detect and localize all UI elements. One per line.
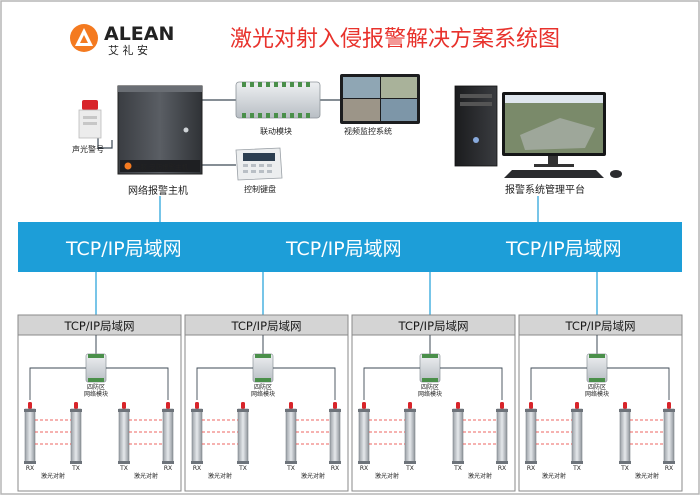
- platform-label: 报警系统管理平台: [505, 183, 585, 196]
- zone-header-bar: [351, 314, 516, 336]
- laser-transmitter-right-icon: [619, 402, 631, 464]
- module-label-1: 四防区: [254, 383, 272, 391]
- laser-pair-right-label: 激光对射: [635, 472, 659, 480]
- rx-left-label: RX: [360, 465, 368, 472]
- module-label-1: 四防区: [588, 383, 606, 391]
- laser-pair-left-label: 激光对射: [208, 472, 232, 480]
- laser-pair-right-label: 激光对射: [468, 472, 492, 480]
- tx-right-label: TX: [119, 465, 128, 472]
- rx-right-label: RX: [498, 465, 506, 472]
- linkage-module-icon: [235, 81, 321, 119]
- laser-receiver-left-icon: [24, 402, 36, 464]
- keypad-label: 控制键盘: [244, 184, 276, 194]
- diagram-title: 激光对射入侵报警解决方案系统图: [230, 27, 560, 52]
- network-module-icon: [419, 353, 441, 383]
- module-label-1: 四防区: [87, 383, 105, 391]
- rx-left-label: RX: [193, 465, 201, 472]
- laser-transmitter-left-icon: [571, 402, 583, 464]
- laser-transmitter-left-icon: [404, 402, 416, 464]
- network-module-icon: [586, 353, 608, 383]
- tx-left-label: TX: [238, 465, 247, 472]
- zone-frame: [351, 314, 516, 492]
- zone-header-bar: [518, 314, 683, 336]
- rx-left-label: RX: [527, 465, 535, 472]
- network-module-icon: [252, 353, 274, 383]
- tx-left-label: TX: [572, 465, 581, 472]
- host-label: 网络报警主机: [128, 184, 188, 197]
- laser-pair-left-label: 激光对射: [542, 472, 566, 480]
- tx-right-label: TX: [620, 465, 629, 472]
- zone-frame: [518, 314, 683, 492]
- laser-pair-right-label: 激光对射: [134, 472, 158, 480]
- link-module-label: 联动模块: [260, 126, 292, 136]
- laser-receiver-right-icon: [663, 402, 675, 464]
- laser-receiver-left-icon: [525, 402, 537, 464]
- zone-header: TCP/IP局域网: [564, 319, 635, 333]
- rx-right-label: RX: [164, 465, 172, 472]
- zone-header: TCP/IP局域网: [63, 319, 134, 333]
- tx-right-label: TX: [453, 465, 462, 472]
- strobe-siren-icon: [78, 100, 102, 139]
- rx-right-label: RX: [331, 465, 339, 472]
- lan-band-label-1: TCP/IP局域网: [65, 238, 182, 260]
- zone-header-bar: [184, 314, 349, 336]
- video-monitor-icon: [340, 74, 420, 124]
- zone-frame: [184, 314, 349, 492]
- laser-transmitter-left-icon: [237, 402, 249, 464]
- zone-frame: [17, 314, 182, 492]
- laser-pair-left-label: 激光对射: [375, 472, 399, 480]
- logo-text: ALEAN: [104, 23, 174, 45]
- lan-band-label-2: TCP/IP局域网: [285, 238, 402, 260]
- host-plate: 云服·安防报警主机: [134, 162, 189, 171]
- zone-header: TCP/IP局域网: [230, 319, 301, 333]
- zone-header: TCP/IP局域网: [397, 319, 468, 333]
- control-keypad-icon: [235, 147, 283, 181]
- rx-right-label: RX: [665, 465, 673, 472]
- laser-transmitter-right-icon: [118, 402, 130, 464]
- laser-pair-left-label: 激光对射: [41, 472, 65, 480]
- video-label: 视频监控系统: [344, 126, 392, 136]
- module-label-2: 网络模块: [84, 390, 108, 398]
- laser-receiver-left-icon: [358, 402, 370, 464]
- laser-receiver-right-icon: [329, 402, 341, 464]
- tx-right-label: TX: [286, 465, 295, 472]
- module-label-2: 网络模块: [251, 390, 275, 398]
- laser-transmitter-right-icon: [452, 402, 464, 464]
- module-label-2: 网络模块: [418, 390, 442, 398]
- lan-band-label-3: TCP/IP局域网: [505, 238, 622, 260]
- strobe-label: 声光警号: [72, 144, 104, 154]
- laser-receiver-right-icon: [496, 402, 508, 464]
- laser-transmitter-left-icon: [70, 402, 82, 464]
- module-label-2: 网络模块: [585, 390, 609, 398]
- module-label-1: 四防区: [421, 383, 439, 391]
- tx-left-label: TX: [405, 465, 414, 472]
- brand-logo: ALEAN 艾 礼 安: [70, 23, 174, 57]
- laser-receiver-right-icon: [162, 402, 174, 464]
- alarm-host-icon: [117, 85, 203, 175]
- tx-left-label: TX: [71, 465, 80, 472]
- zone-header-bar: [17, 314, 182, 336]
- network-module-icon: [85, 353, 107, 383]
- logo-cn: 艾 礼 安: [108, 43, 148, 57]
- lan-band: [18, 222, 682, 272]
- laser-receiver-left-icon: [191, 402, 203, 464]
- management-pc-icon: [454, 85, 622, 178]
- laser-transmitter-right-icon: [285, 402, 297, 464]
- laser-pair-right-label: 激光对射: [301, 472, 325, 480]
- rx-left-label: RX: [26, 465, 34, 472]
